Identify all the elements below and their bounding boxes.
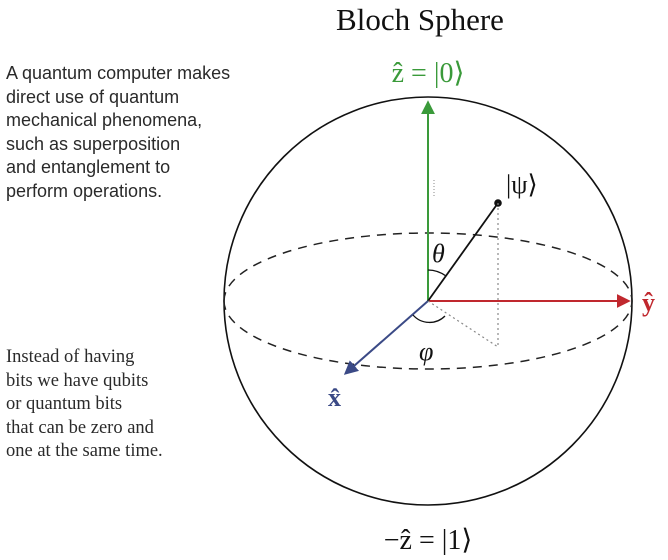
phi-arc [412,314,446,324]
theta-arc [427,269,447,277]
x-axis-label: x̂ [328,383,341,412]
phi-label: φ [419,337,433,366]
theta-label: θ [432,239,445,268]
diagram-title: Bloch Sphere [336,2,504,37]
y-axis-label: ŷ [642,288,655,317]
qubit-paragraph: Instead of having bits we have qubits or… [6,347,163,461]
equator-front [223,300,633,370]
intro-paragraph: A quantum computer makes direct use of q… [6,63,231,201]
neg-z-axis-label: −ẑ = |1⟩ [384,525,473,556]
projection-floor [427,300,499,348]
state-vector [427,202,499,302]
x-axis [343,300,429,375]
z-axis-label: ẑ = |0⟩ [392,58,465,89]
state-label: |ψ⟩ [506,170,538,199]
